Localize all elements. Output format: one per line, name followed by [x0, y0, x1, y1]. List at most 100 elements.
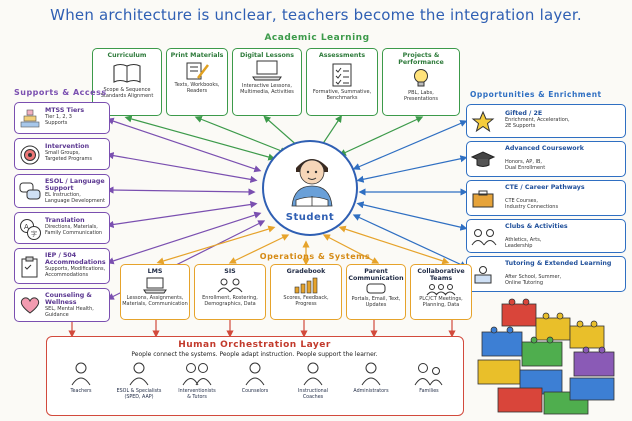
arrow-clubs	[356, 201, 468, 231]
card-desc: Interactive Lessons, Multimedia, Activit…	[240, 83, 294, 95]
card-title: Parent Communication	[348, 268, 404, 282]
arrow-advanced	[356, 155, 468, 183]
lightbulb-icon	[414, 69, 428, 87]
laptop-person-icon	[474, 266, 492, 284]
arrow-projects	[338, 116, 424, 156]
svg-text:A: A	[24, 223, 29, 231]
card-advanced-coursework[interactable]: Advanced Coursework Honors, AP, IB, Dual…	[466, 141, 626, 177]
orchestration-heading: Human Orchestration Layer	[178, 340, 331, 350]
arrow-sis	[228, 234, 290, 264]
card-desc: Texts, Workbooks, Readers	[174, 82, 220, 94]
card-iep[interactable]: IEP / 504 Accommodations Supports, Modif…	[14, 248, 110, 284]
card-title: Gifted / 2E	[505, 110, 543, 117]
orchestration-panel: Human Orchestration Layer People connect…	[46, 336, 464, 416]
card-desc: Supports, Modifications, Accommodations	[45, 266, 106, 278]
speech-bubbles-icon	[19, 182, 41, 200]
card-print-materials[interactable]: Print Materials Texts, Workbooks, Reader…	[166, 48, 228, 116]
bar-chart-icon	[294, 277, 318, 294]
people-icon	[217, 278, 243, 293]
person-families: Families	[401, 361, 457, 415]
person-counselors: Counselors	[227, 361, 283, 415]
card-title: Clubs & Activities	[505, 223, 568, 230]
card-desc: Directions, Materials, Family Communicat…	[45, 224, 103, 236]
target-icon	[20, 145, 40, 165]
group-icon	[471, 229, 497, 246]
person-administrators: Administrators	[343, 361, 399, 415]
card-assessments[interactable]: Assessments Formative, Summative, Benchm…	[306, 48, 378, 116]
clipboard-icon	[21, 256, 38, 278]
card-collaborative-teams[interactable]: Collaborative Teams PLC/CT Meetings, Pla…	[410, 264, 472, 320]
heart-icon	[20, 297, 40, 314]
card-parent-communication[interactable]: Parent Communication Portals, Email, Tex…	[346, 264, 406, 320]
card-desc: Lessons, Assignments, Materials, Communi…	[122, 295, 188, 307]
card-desc: Enrollment, Rostering, Demographics, Dat…	[202, 295, 258, 307]
card-gifted[interactable]: Gifted / 2E Enrichment, Acceleration, 2E…	[466, 104, 626, 138]
card-desc: After School, Summer, Online Tutoring	[505, 274, 562, 286]
card-desc: Scope & Sequence Standards Alignment	[100, 87, 154, 99]
opportunities-heading: Opportunities & Enrichment	[470, 90, 602, 99]
card-title: Collaborative Teams	[417, 268, 465, 282]
person-label: Instructional Coaches	[298, 389, 328, 400]
card-desc: Athletics, Arts, Leadership	[505, 237, 542, 249]
checklist-icon	[332, 63, 352, 87]
card-desc: Formative, Summative, Benchmarks	[312, 89, 372, 101]
card-esol[interactable]: ESOL / Language Support EL Instruction, …	[14, 174, 110, 208]
card-desc: PBL, Labs, Presentations	[403, 90, 438, 102]
card-mtss[interactable]: MTSS Tiers Tier 1, 2, 3 Supports	[14, 102, 110, 134]
card-desc: SEL, Mental Health, Guidance	[45, 306, 94, 318]
coach-icon	[303, 362, 323, 386]
card-desc: Enrichment, Acceleration, 2E Supports	[505, 117, 570, 129]
svg-text:字: 字	[31, 230, 37, 238]
person-esol-specialists: ESOL & Specialists (SPED, AAP)	[111, 361, 167, 415]
card-counseling[interactable]: Counseling & Wellness SEL, Mental Health…	[14, 288, 110, 322]
person-label: Families	[419, 389, 439, 394]
arrow-intervention	[106, 152, 258, 183]
student-circle: Student	[262, 140, 358, 236]
interventionists-icon	[182, 363, 212, 386]
card-gradebook[interactable]: Gradebook Scores, Feedback, Progress	[270, 264, 342, 320]
card-sis[interactable]: SIS Enrollment, Rostering, Demographics,…	[194, 264, 266, 320]
chat-bubble-icon	[366, 283, 386, 294]
graduation-cap-icon	[470, 151, 496, 167]
card-intervention[interactable]: Intervention Small Groups, Targeted Prog…	[14, 138, 110, 170]
card-title: Print Materials	[170, 52, 224, 59]
translate-icon: A字	[20, 219, 41, 240]
card-title: Curriculum	[107, 52, 147, 59]
card-lms[interactable]: LMS Lessons, Assignments, Materials, Com…	[120, 264, 190, 320]
card-title: Tutoring & Extended Learning	[505, 260, 612, 267]
card-cte[interactable]: CTE / Career Pathways CTE Courses, Indus…	[466, 180, 626, 216]
arrow-curriculum	[124, 115, 276, 161]
card-desc: Tier 1, 2, 3 Supports	[45, 114, 72, 126]
card-desc: PLC/CT Meetings, Planning, Data	[419, 296, 463, 308]
person-label: ESOL & Specialists (SPED, AAP)	[116, 389, 162, 400]
arrow-lms	[156, 225, 276, 265]
student-label: Student	[285, 212, 335, 223]
card-title: Translation	[45, 217, 85, 224]
card-tutoring[interactable]: Tutoring & Extended Learning After Schoo…	[466, 256, 626, 292]
person-label: Interventionists & Tutors	[178, 389, 216, 400]
card-clubs[interactable]: Clubs & Activities Athletics, Arts, Lead…	[466, 219, 626, 253]
card-title: Intervention	[45, 143, 90, 150]
team-icon	[426, 284, 456, 296]
academic-heading: Academic Learning	[264, 33, 370, 43]
card-digital-lessons[interactable]: Digital Lessons Interactive Lessons, Mul…	[232, 48, 302, 116]
pyramid-stack-icon	[20, 109, 40, 128]
person-interventionists: Interventionists & Tutors	[169, 361, 225, 415]
card-title: SIS	[224, 268, 236, 275]
card-title: IEP / 504 Accommodations	[45, 252, 106, 266]
laptop-icon	[252, 60, 282, 81]
card-title: Digital Lessons	[240, 52, 294, 59]
star-icon	[471, 110, 495, 133]
card-title: MTSS Tiers	[45, 107, 85, 114]
administrator-icon	[361, 362, 381, 386]
card-desc: CTE Courses, Industry Connections	[505, 198, 559, 210]
card-desc: Small Groups, Targeted Programs	[45, 150, 93, 162]
building-blocks-illustration	[477, 298, 615, 415]
book-icon	[113, 63, 141, 83]
card-projects[interactable]: Projects & Performance PBL, Labs, Presen…	[382, 48, 460, 116]
laptop-icon	[143, 277, 167, 294]
card-title: Advanced Coursework	[505, 145, 584, 152]
arrow-mtss	[106, 117, 262, 173]
